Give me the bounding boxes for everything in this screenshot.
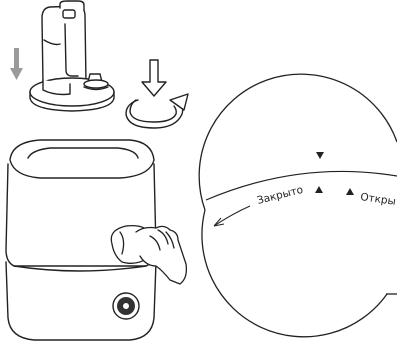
humidifier-top xyxy=(10,140,154,178)
hand xyxy=(136,226,186,284)
hand-with-cloth xyxy=(111,226,186,284)
detail-circle: Закрыто Откры xyxy=(199,74,397,337)
closed-label: Закрыто xyxy=(256,184,305,207)
rotation-direction-line xyxy=(214,206,250,226)
reference-marker xyxy=(316,152,324,159)
open-label: Откры xyxy=(360,191,397,208)
tank-assembly xyxy=(30,1,114,111)
open-marker xyxy=(346,188,354,195)
rotate-arrow xyxy=(126,100,183,128)
outline-down-arrow xyxy=(142,60,166,96)
down-arrow-gray xyxy=(10,48,23,80)
closed-marker xyxy=(315,186,323,193)
insert-and-rotate-icon xyxy=(126,60,188,128)
